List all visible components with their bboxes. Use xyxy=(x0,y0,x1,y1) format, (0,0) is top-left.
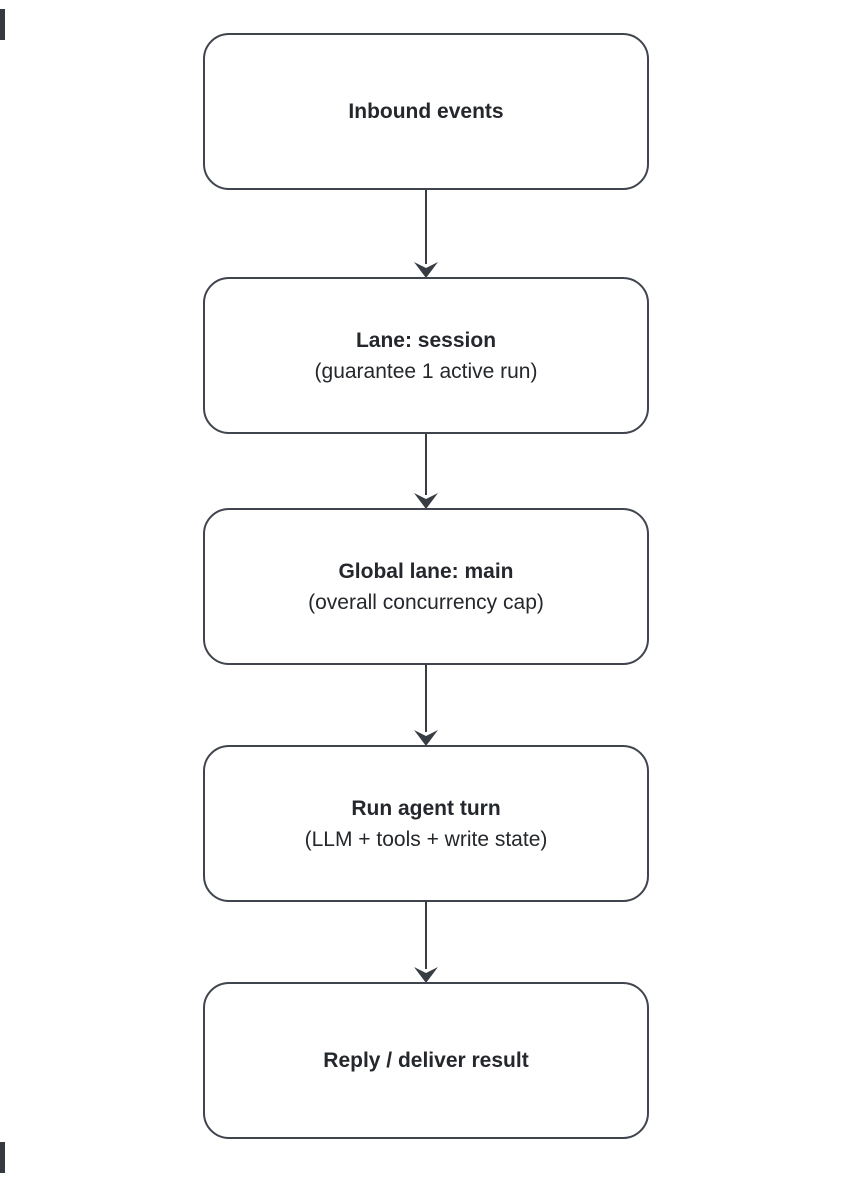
node-title: Inbound events xyxy=(348,100,504,123)
node-title: Lane: session xyxy=(355,328,497,352)
edge-arrow-global-to-run xyxy=(413,664,439,746)
node-run-agent-turn: Run agent turn (LLM + tools + write stat… xyxy=(203,745,649,902)
node-reply-deliver-result: Reply / deliver result xyxy=(203,982,649,1139)
node-title: Reply / deliver result xyxy=(323,1049,529,1072)
node-inbound-events: Inbound events xyxy=(203,33,649,190)
node-title: Run agent turn xyxy=(351,796,501,820)
edge-arrow-session-to-global xyxy=(413,434,439,509)
node-subtitle: (overall concurrency cap) xyxy=(308,590,544,614)
left-edge-scrollbar-fragment-bottom xyxy=(0,1142,5,1173)
left-edge-scrollbar-fragment-top xyxy=(0,9,5,40)
node-title: Global lane: main xyxy=(338,559,514,583)
edge-arrow-inbound-to-session xyxy=(413,190,439,278)
node-subtitle: (guarantee 1 active run) xyxy=(314,359,538,383)
edge-arrow-run-to-reply xyxy=(413,901,439,983)
node-lane-session: Lane: session (guarantee 1 active run) xyxy=(203,277,649,434)
node-subtitle: (LLM + tools + write state) xyxy=(304,827,548,851)
node-global-lane-main: Global lane: main (overall concurrency c… xyxy=(203,508,649,665)
